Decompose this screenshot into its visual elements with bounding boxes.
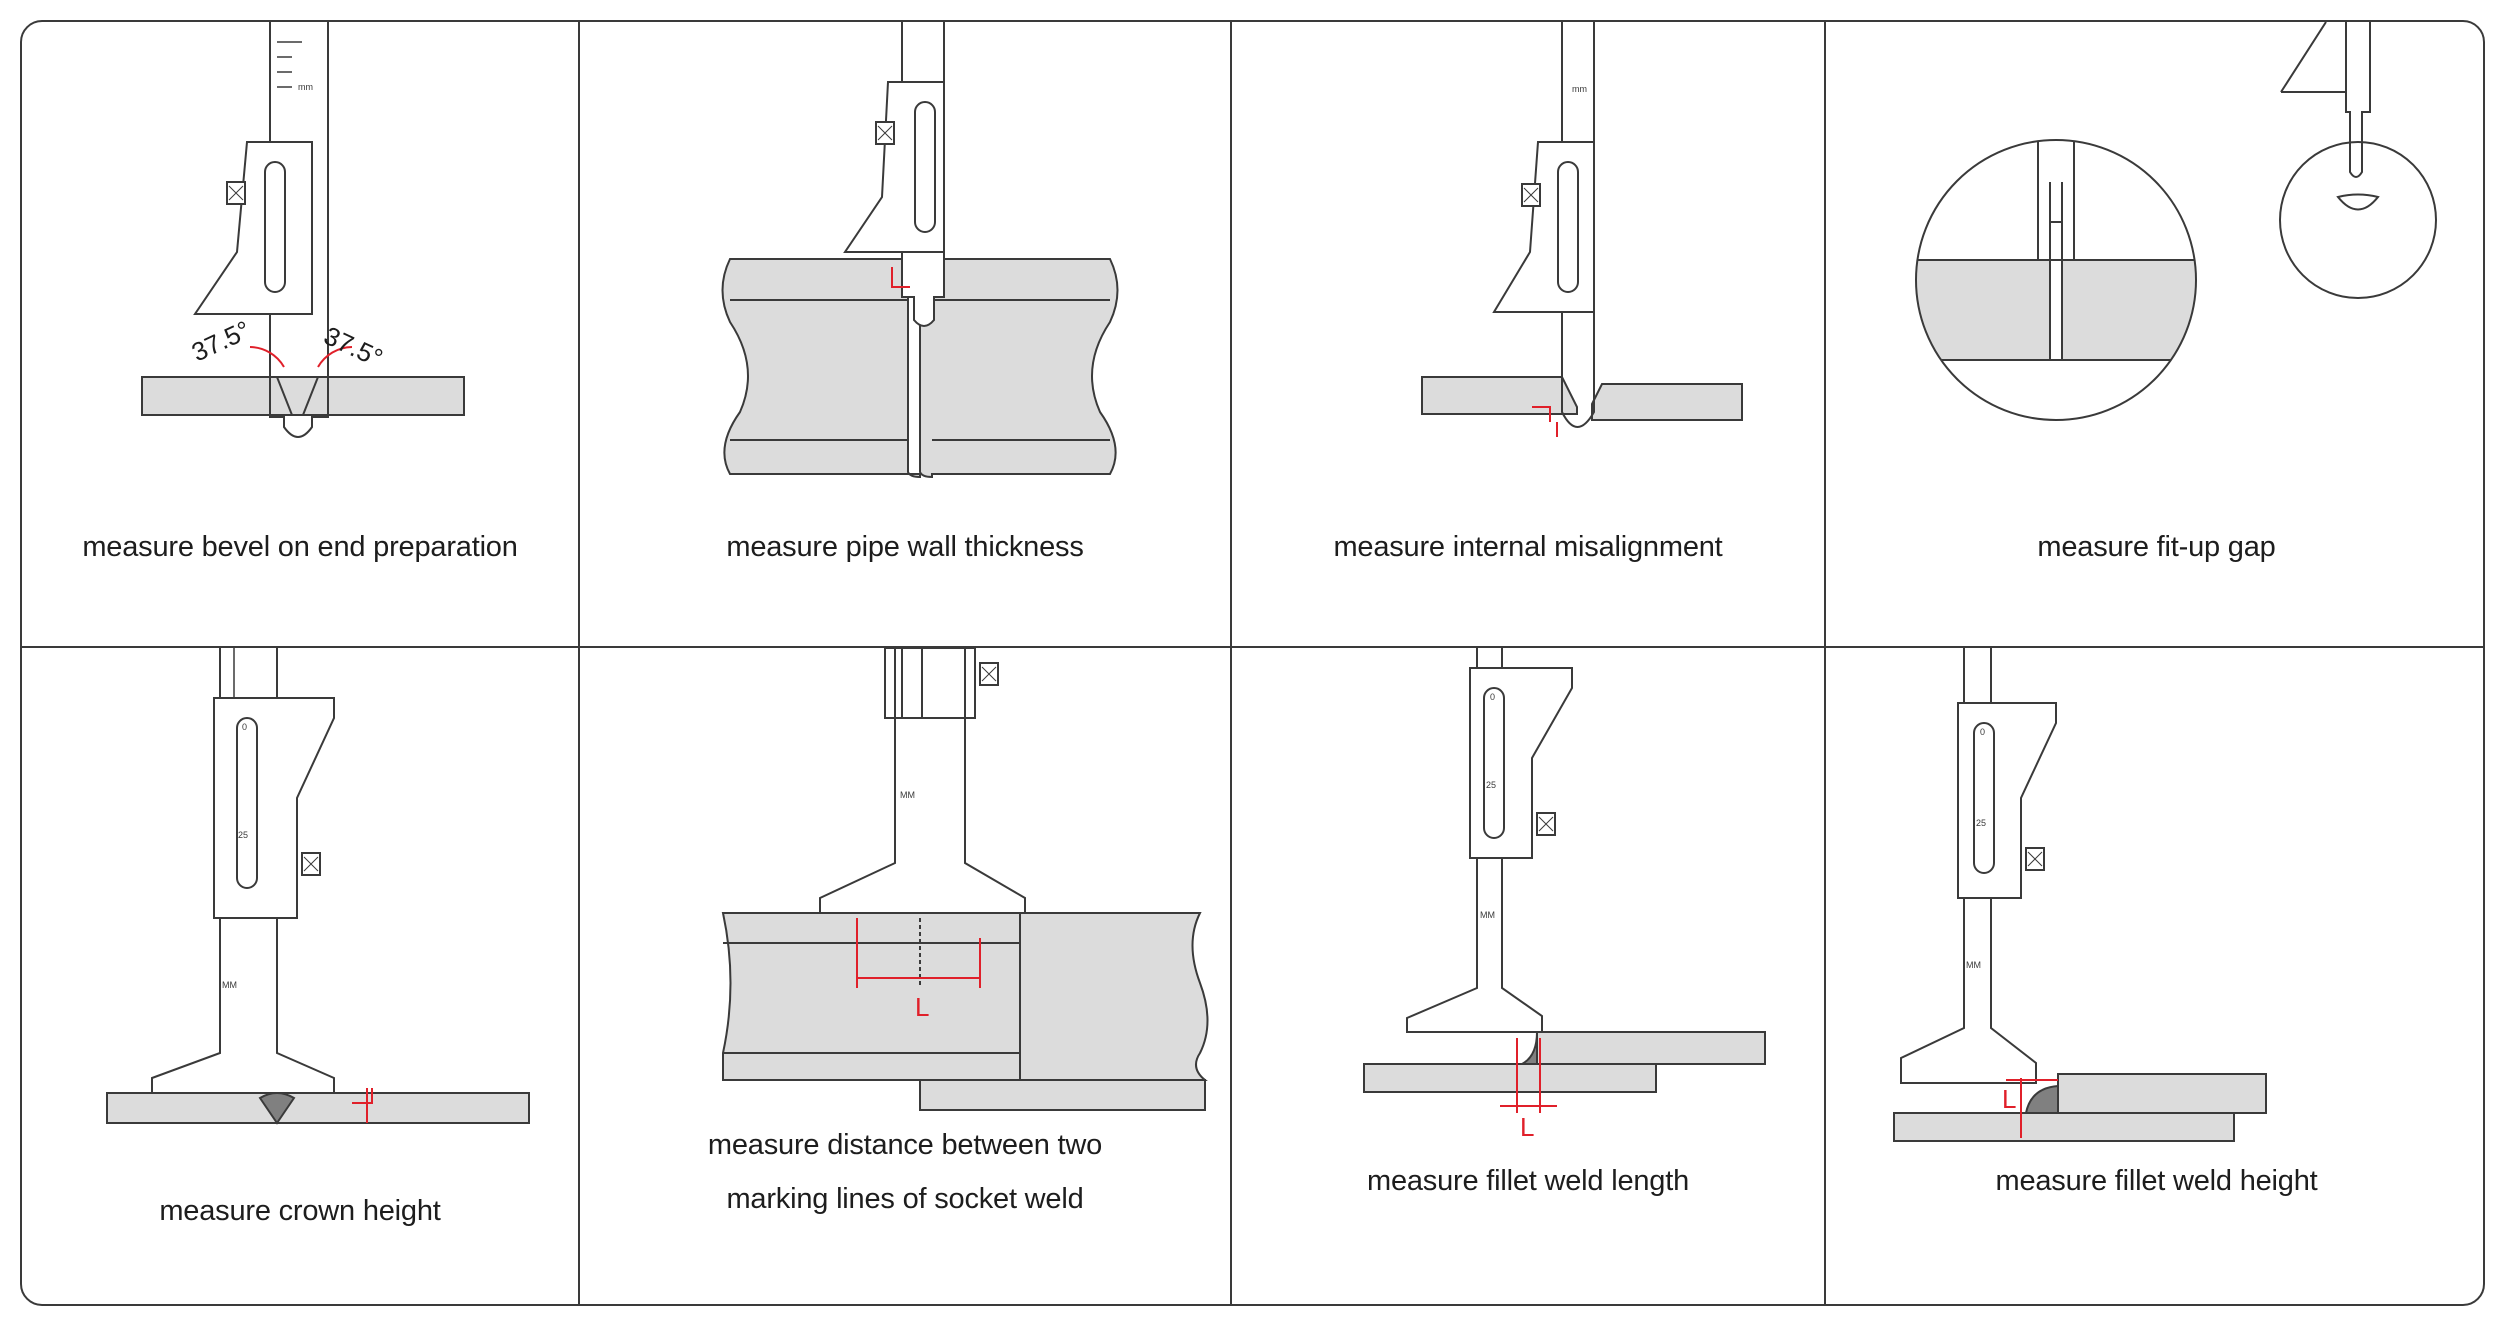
socket-weld-illustration: MM L: [721, 648, 1209, 1111]
caption: measure distance between two: [707, 1129, 1103, 1161]
dimension-label: L: [2002, 1084, 2016, 1114]
caption: measure fillet weld height: [1995, 1165, 2318, 1197]
panel-pipe-wall: measure pipe wall thickness: [580, 22, 1230, 646]
grid-divider: [578, 22, 580, 1304]
unit-label: mm: [298, 82, 313, 92]
unit-label: MM: [1480, 910, 1495, 920]
scale-25: 25: [1976, 818, 1986, 828]
panel-crown-height: MM 0 25 measure crown height: [22, 648, 578, 1304]
caption: measure fillet weld length: [1366, 1165, 1690, 1197]
dimension-label: L: [915, 992, 929, 1022]
bevel-angle-right: 37.5°: [319, 320, 387, 373]
bevel-angle-left: 37.5°: [187, 314, 255, 367]
unit-label: mm: [1572, 84, 1587, 94]
scale-0: 0: [1980, 727, 1985, 737]
panel-fillet-height: MM 0 25 L measure fillet weld height: [1826, 648, 2483, 1304]
crown-height-illustration: MM 0 25: [106, 648, 530, 1125]
grid-divider: [1824, 22, 1826, 1304]
grid-divider: [1230, 22, 1232, 1304]
caption: marking lines of socket weld: [726, 1183, 1084, 1215]
dimension-label: L: [1520, 1112, 1534, 1142]
fit-up-gap-illustration: [1915, 22, 2437, 421]
misalignment-illustration: mm: [1421, 22, 1743, 437]
caption: measure crown height: [159, 1195, 441, 1227]
pipe-wall-illustration: [721, 22, 1119, 479]
panel-fillet-length: MM 0 25 L measure fillet weld length: [1232, 648, 1824, 1304]
diagram-frame: mm 37.5° 37.5° measure bevel on end prep…: [20, 20, 2485, 1306]
panel-misalignment: mm measure internal misalignment: [1232, 22, 1824, 646]
fillet-height-illustration: MM 0 25 L: [1893, 648, 2267, 1142]
scale-0: 0: [1490, 692, 1495, 702]
panel-bevel: mm 37.5° 37.5° measure bevel on end prep…: [22, 22, 578, 646]
unit-label: MM: [1966, 960, 1981, 970]
fillet-length-illustration: MM 0 25 L: [1363, 648, 1766, 1142]
scale-0: 0: [242, 722, 247, 732]
panel-fit-up-gap: measure fit-up gap: [1826, 22, 2483, 646]
unit-label: MM: [900, 790, 915, 800]
caption: measure bevel on end preparation: [82, 531, 518, 563]
caption: measure internal misalignment: [1333, 531, 1723, 563]
scale-25: 25: [1486, 780, 1496, 790]
caption: measure pipe wall thickness: [726, 531, 1084, 563]
caption: measure fit-up gap: [2037, 531, 2276, 563]
scale-25: 25: [238, 830, 248, 840]
bevel-illustration: mm 37.5° 37.5°: [141, 22, 465, 438]
grid-divider: [22, 646, 2483, 648]
unit-label: MM: [222, 980, 237, 990]
panel-socket-weld: MM L measure distance between two markin…: [580, 648, 1230, 1304]
